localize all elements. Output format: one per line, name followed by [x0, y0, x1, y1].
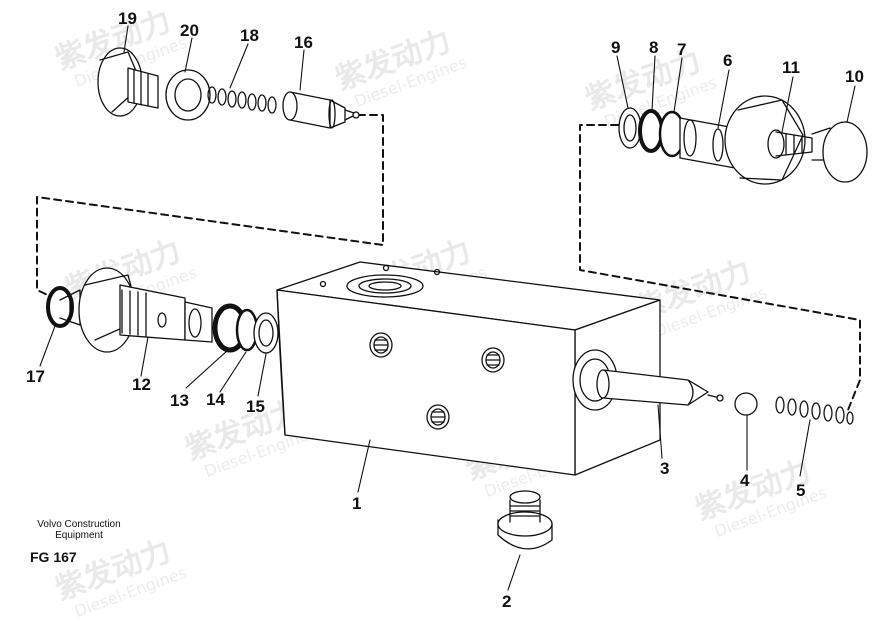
callout-9: 9 — [611, 38, 620, 57]
part-4-ball — [734, 392, 758, 416]
front-port — [426, 404, 450, 430]
part-18-spring — [207, 86, 277, 114]
callout-7: 7 — [677, 40, 686, 59]
part-9-ring — [618, 107, 642, 149]
watermark: 紫发动力 Diesel-Engines — [691, 454, 830, 541]
callout-4: 4 — [740, 471, 750, 490]
callout-5: 5 — [796, 481, 805, 500]
callout-1: 1 — [352, 494, 361, 513]
part-12-cartridge — [59, 267, 213, 353]
watermark: 紫发动力 Diesel-Engines — [51, 534, 190, 621]
figure-label: FG 167 — [30, 549, 77, 565]
watermark: 紫发动力 Diesel-Engines — [331, 24, 470, 111]
callout-11: 11 — [782, 58, 800, 77]
leader-lines — [39, 25, 856, 591]
assembly-guide-right — [579, 124, 861, 411]
part-8-oring — [638, 109, 664, 153]
part-3-cartridge — [596, 369, 724, 406]
part-10-cap — [811, 121, 868, 183]
caption-line-2: Equipment — [55, 530, 103, 541]
front-port — [481, 347, 505, 373]
part-16-poppet — [282, 91, 360, 129]
callout-20: 20 — [180, 21, 199, 40]
callout-13: 13 — [170, 391, 189, 410]
callout-2: 2 — [502, 592, 511, 611]
callout-12: 12 — [132, 375, 151, 394]
callout-labels: 1 2 3 4 5 6 7 8 9 10 11 12 13 14 15 16 1… — [26, 9, 864, 611]
part-20-washer — [165, 69, 211, 121]
callout-3: 3 — [660, 459, 669, 478]
callout-10: 10 — [845, 67, 864, 86]
caption-line-1: Volvo Construction — [37, 519, 121, 530]
callout-6: 6 — [723, 51, 732, 70]
front-port — [369, 332, 393, 358]
valve-body-block — [276, 261, 661, 476]
callout-18: 18 — [240, 26, 259, 45]
part-15-ring — [253, 312, 279, 354]
part-11-pin — [767, 129, 813, 159]
callout-19: 19 — [118, 9, 137, 28]
callout-17: 17 — [26, 367, 45, 386]
assembly-guide-left — [36, 114, 384, 298]
callout-15: 15 — [246, 397, 265, 416]
callout-8: 8 — [649, 38, 658, 57]
manufacturer-caption: Volvo Construction Equipment — [24, 519, 134, 541]
part-19-plug — [97, 47, 159, 117]
part-5-spring — [775, 396, 854, 425]
callout-14: 14 — [206, 390, 225, 409]
callout-16: 16 — [294, 33, 313, 52]
part-2-plug — [497, 490, 553, 550]
